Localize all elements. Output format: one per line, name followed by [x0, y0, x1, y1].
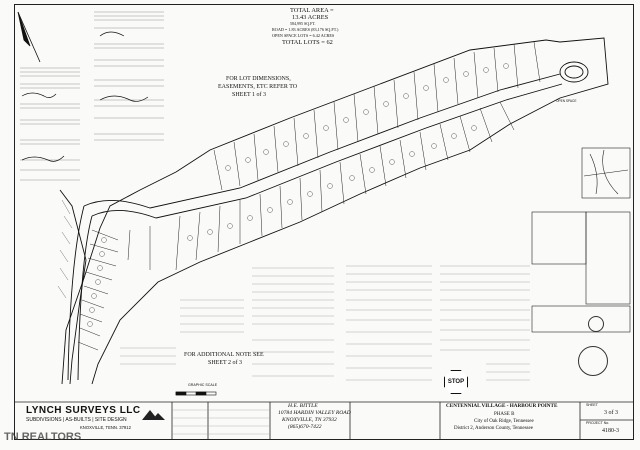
lot-dimensions-note-line2: EASEMENTS, ETC REFER TO — [218, 84, 298, 90]
project-district: District 2, Anderson County, Tennessee — [454, 426, 533, 431]
total-sqft: 584,995 SQ.FT. — [290, 21, 316, 26]
project-number: 4180-3 — [602, 428, 619, 434]
sheet-label: SHEET — [586, 403, 598, 407]
company-services: SUBDIVISIONS | AS-BUILTS | SITE DESIGN — [26, 417, 127, 423]
stop-sign-icon: STOP — [444, 370, 468, 394]
owner-city: KNOXVILLE, TN 37932 — [282, 417, 337, 423]
company-logo-icon — [142, 410, 165, 420]
lot-dimensions-note-line1: FOR LOT DIMENSIONS, — [226, 76, 291, 82]
graphic-scale-label: GRAPHIC SCALE — [188, 383, 218, 387]
project-number-label: PROJECT No. — [586, 421, 610, 425]
owner-name: H.E. BITTLE — [288, 403, 318, 409]
additional-note-line2: SHEET 2 of 3 — [208, 360, 243, 366]
total-lots: TOTAL LOTS = 62 — [282, 39, 333, 46]
company-city: KNOXVILLE, TENN. 37912 — [80, 425, 131, 430]
company-name: LYNCH SURVEYS LLC — [26, 405, 141, 416]
project-city: City of Oak Ridge, Tennessee — [474, 419, 534, 424]
north-arrow-icon — [17, 11, 41, 63]
project-phase: PHASE B — [494, 412, 515, 417]
total-area-label: TOTAL AREA = — [290, 7, 334, 14]
sheet-number: 3 of 3 — [604, 410, 618, 416]
sheet-border — [14, 4, 634, 440]
surveyor-seal — [578, 346, 608, 376]
open-space-area: OPEN SPACE LOTS = 6.42 ACRES — [272, 33, 335, 38]
engineer-seal — [588, 316, 604, 332]
owner-address: 10784 HARDIN VALLEY ROAD — [278, 410, 351, 416]
road-area: ROAD = 1.83 ACRES (83,176 SQ.FT.) — [272, 27, 339, 32]
open-space-label: OPEN SPACE — [556, 99, 577, 103]
additional-note-line1: FOR ADDITIONAL NOTE SEE — [184, 352, 264, 358]
lot-dimensions-note-line3: SHEET 1 of 3 — [232, 92, 267, 98]
project-title: CENTENNIAL VILLAGE - HARBOUR POINTE — [446, 403, 558, 409]
owner-phone: (865)670-7422 — [288, 424, 322, 430]
total-acres: 13.43 ACRES — [292, 14, 329, 21]
stop-sign-text: STOP — [447, 379, 465, 385]
watermark: TN REALTORS — [4, 431, 82, 443]
